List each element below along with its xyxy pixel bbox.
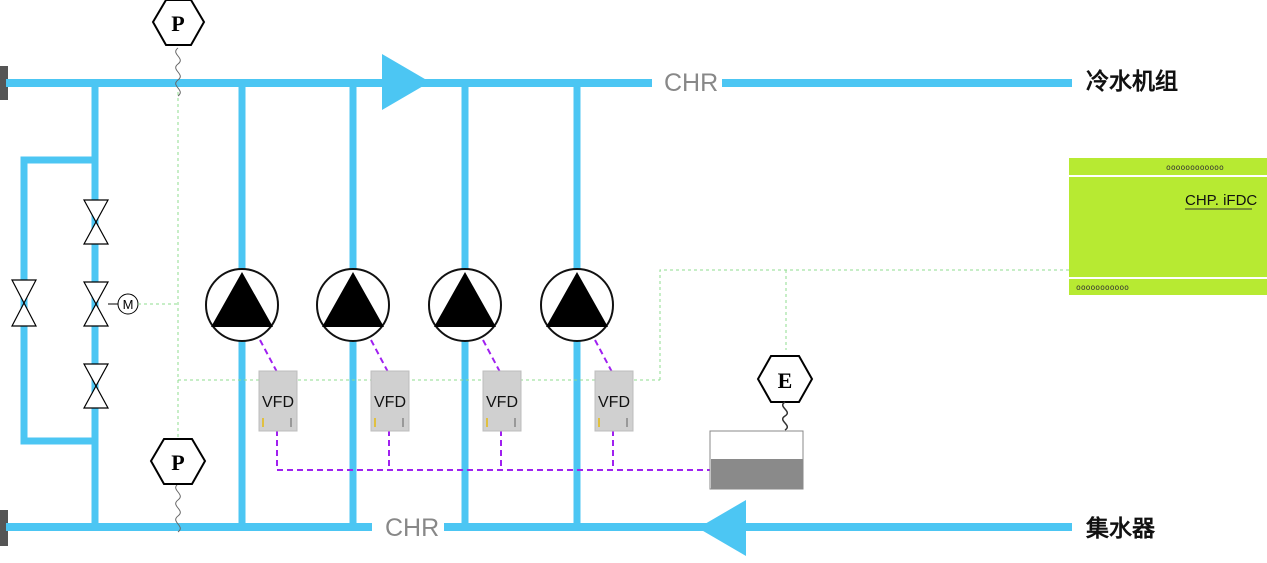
pump-4-icon [540,268,614,342]
vfd-4: VFD [594,370,634,432]
pump-1-icon [205,268,279,342]
capillary-icon [782,401,788,431]
supply-pipe-end-cap [0,66,8,100]
pump-2-icon [316,268,390,342]
energy-meter: E [756,355,814,431]
capillary-icon [175,47,181,97]
pump-4-drive-link [594,339,613,373]
pump-1-drive-link [259,339,278,373]
return-pipe-label: CHR [385,514,439,542]
controller-label: CHP. iFDC [1185,192,1257,209]
vfd-1-label: VFD [262,394,294,411]
drive-bus-line [276,430,710,471]
control-panel [709,430,804,490]
controller-signal-line [659,269,1070,380]
supply-flow-arrow-icon [382,54,430,110]
pressure-sensor-top: P [151,0,206,97]
loop-valve-icon [11,279,37,327]
pump-3-drive-link [482,339,501,373]
supply-pipe-label: CHR [664,69,718,97]
return-pipe-end-cap [0,510,8,546]
vfd-3: VFD [482,370,522,432]
controller-unit: oooooooooooo ooooooooooo CHP. iFDC [1069,158,1267,295]
vfd-3-label: VFD [486,394,518,411]
bypass-valve-lower-icon [82,363,110,409]
motorized-bypass-valve-icon: M [82,281,139,327]
pressure-sensor-bottom-label: P [171,450,184,475]
vfd-4-label: VFD [598,394,630,411]
water-collector-label: 集水器 [1085,515,1156,542]
bypass-valve-upper-icon [82,199,110,245]
controller-terminals-top: oooooooooooo [1166,163,1224,172]
energy-meter-label: E [778,368,793,393]
pump-3-icon [428,268,502,342]
motor-valve-label: M [123,297,134,312]
bypass-loop-pipe [20,156,95,445]
pressure-sensor-bottom: P [149,438,207,533]
vfd-1: VFD [258,370,298,432]
chiller-label: 冷水机组 [1086,68,1178,95]
vfd-2-label: VFD [374,394,406,411]
capillary-icon [175,483,181,533]
pressure-sensor-top-label: P [171,11,184,36]
controller-terminals-bottom: ooooooooooo [1076,283,1129,292]
pump-2-drive-link [370,339,389,373]
return-flow-arrow-icon [698,500,746,556]
vfd-2: VFD [370,370,410,432]
